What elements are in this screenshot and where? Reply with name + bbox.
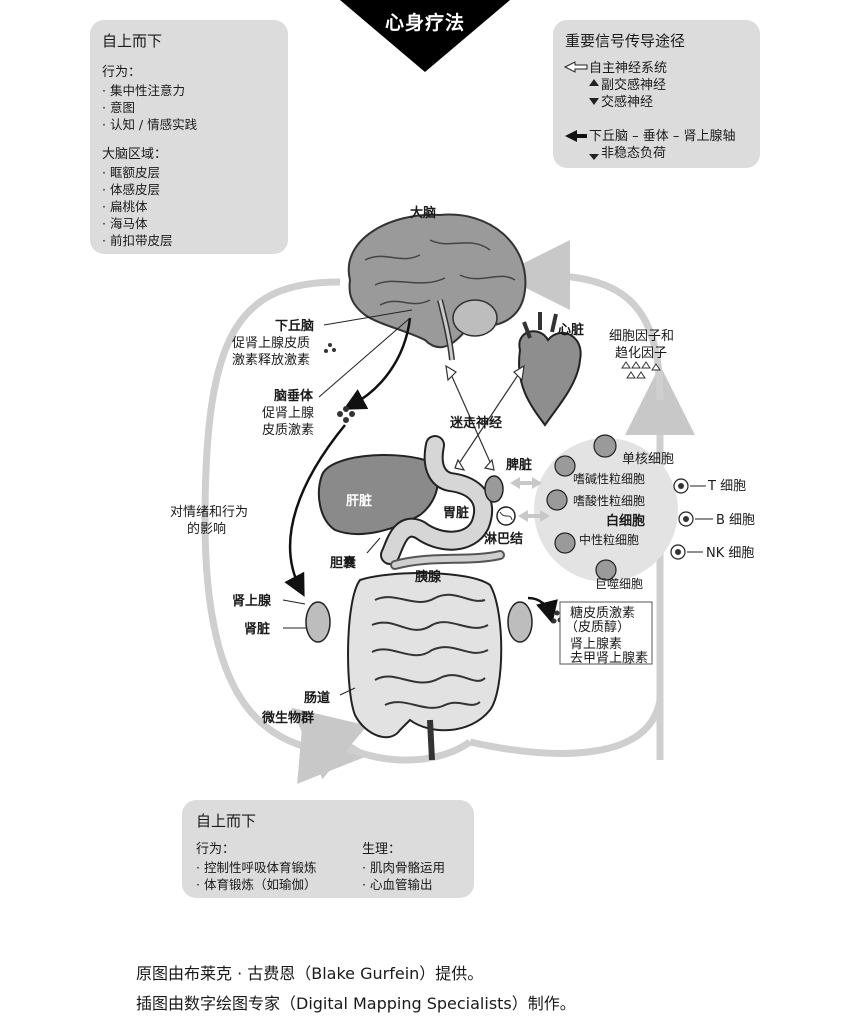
bottom-loop-arrow — [469, 699, 664, 757]
parasympathetic-label: 副交感神经 — [601, 78, 667, 93]
cortisol-label: （皮质醇） — [565, 620, 631, 635]
pituitary-to-adrenal-arrow — [284, 424, 346, 597]
left-kidney — [305, 601, 331, 643]
monocyte-label: 单核细胞 — [622, 452, 675, 467]
liver-label: 肝脏 — [346, 494, 373, 509]
crh-label-line1: 促肾上腺皮质 — [232, 336, 311, 351]
immune-cells — [546, 434, 617, 581]
top-right-loop-arrow — [500, 240, 664, 401]
emotion-label-line1: 对情绪和行为 — [170, 505, 249, 520]
sympathetic-label: 交感神经 — [601, 95, 654, 110]
eosinophil-label: 嗜酸性粒细胞 — [573, 494, 646, 508]
neutrophil-label: 中性粒细胞 — [579, 533, 640, 547]
cytokine-label-line1: 细胞因子和 — [609, 329, 675, 344]
page-title: 心身疗法 — [384, 12, 465, 34]
list-item: 心血管输出 — [362, 876, 445, 893]
list-item: 海马体 — [102, 215, 276, 232]
hypothalamus-to-pituitary-arrow — [343, 317, 412, 410]
heart-label: 心脏 — [558, 323, 585, 338]
hormone-dots — [324, 343, 563, 624]
brain-label: 大脑 — [410, 206, 437, 221]
list-item: 集中性注意力 — [102, 82, 276, 99]
glucocorticoid-label: 糖皮质激素 — [570, 606, 636, 621]
cytokine-label-line2: 趋化因子 — [615, 346, 668, 361]
behavior-label: 行为： — [102, 65, 142, 80]
acth-label-line2: 皮质激素 — [262, 423, 315, 438]
list-item: 体育锻炼（如瑜伽） — [196, 876, 317, 893]
acth-label-line1: 促肾上腺 — [262, 406, 315, 421]
basophil-label: 嗜碱性粒细胞 — [573, 472, 646, 486]
list-item: 意图 — [102, 99, 276, 116]
leader-lines — [282, 309, 413, 696]
brain-illustration — [347, 213, 527, 361]
gut-label: 肠道 — [304, 691, 331, 706]
white-blood-cell-label: 白细胞 — [606, 514, 646, 529]
macrophage-label: 巨噬细胞 — [595, 577, 644, 591]
top-down-panel: 自上而下 行为： 集中性注意力 意图 认知 / 情感实践 大脑区域： 眶额皮层 … — [90, 20, 288, 254]
list-item: 扁桃体 — [102, 198, 276, 215]
physiology-list: 肌肉骨骼运用 心血管输出 — [362, 859, 445, 893]
spleen-label: 脾脏 — [506, 458, 533, 473]
cytokine-triangles — [621, 361, 661, 379]
list-item: 前扣带皮层 — [102, 232, 276, 249]
spleen-illustration — [484, 475, 504, 503]
credit-line-1: 原图由布莱克 · 古费恩（Blake Gurfein）提供。 — [136, 964, 484, 983]
title-tab-shape — [340, 0, 510, 72]
t-cell-label: T 细胞 — [708, 479, 747, 494]
microbiota-label: 微生物群 — [262, 711, 315, 726]
list-item: 控制性呼吸体育锻炼 — [196, 859, 317, 876]
autonomic-label: 自主神经系统 — [589, 61, 668, 76]
epinephrine-label: 肾上腺素 — [570, 637, 623, 652]
allostatic-load-label: 非稳态负荷 — [601, 146, 667, 161]
physiology-label: 生理： — [362, 842, 402, 857]
immune-exchange-arrows — [510, 477, 550, 522]
b-cell-label: B 细胞 — [716, 513, 756, 528]
credit-line-2: 插图由数字绘图专家（Digital Mapping Specialists）制作… — [136, 994, 576, 1013]
mind-body-diagram — [201, 213, 713, 784]
adrenal-label: 肾上腺 — [232, 594, 272, 609]
hormone-box — [559, 601, 653, 665]
panel-heading: 自上而下 — [196, 812, 257, 830]
list-item: 肌肉骨骼运用 — [362, 859, 445, 876]
behavior-list: 控制性呼吸体育锻炼 体育锻炼（如瑜伽） — [196, 859, 317, 893]
gallbladder-label: 胆囊 — [330, 556, 357, 571]
vagus-label: 迷走神经 — [450, 416, 503, 431]
stomach-label: 胃脏 — [443, 506, 470, 521]
brain-region-list: 眶额皮层 体感皮层 扁桃体 海马体 前扣带皮层 — [102, 164, 276, 249]
lymph-node-label: 淋巴结 — [484, 532, 524, 547]
crh-label-line2: 激素释放激素 — [232, 353, 311, 368]
hpa-axis-label: 下丘脑 – 垂体 – 肾上腺轴 — [589, 129, 736, 144]
list-item: 认知 / 情感实践 — [102, 116, 276, 133]
left-loop-arrow — [201, 278, 370, 784]
hypothalamus-label: 下丘脑 — [275, 319, 315, 334]
gut-return-arrow — [291, 707, 473, 780]
heart-illustration — [518, 312, 582, 427]
norepinephrine-label: 去甲肾上腺素 — [570, 651, 649, 666]
panel-heading: 重要信号传导途径 — [565, 32, 686, 50]
adrenal-output-arrow — [527, 596, 558, 624]
liver-illustration — [317, 454, 439, 536]
right-kidney — [507, 601, 533, 643]
kidney-label: 肾脏 — [244, 622, 271, 637]
intestine-illustration — [347, 572, 503, 761]
pituitary-label: 脑垂体 — [274, 389, 314, 404]
vagus-nerve-arrows — [445, 364, 525, 471]
panel-heading: 自上而下 — [102, 32, 163, 50]
pancreas-label: 胰腺 — [415, 570, 442, 585]
list-item: 眶额皮层 — [102, 164, 276, 181]
nk-cell-label: NK 细胞 — [706, 546, 755, 561]
bottom-up-panel: 自上而下 行为： 控制性呼吸体育锻炼 体育锻炼（如瑜伽） 生理： 肌肉骨骼运用 … — [182, 800, 474, 898]
brain-region-label: 大脑区域： — [102, 147, 168, 162]
behavior-label: 行为： — [196, 842, 236, 857]
behavior-list: 集中性注意力 意图 认知 / 情感实践 — [102, 82, 276, 133]
signal-pathway-panel: 重要信号传导途径 自主神经系统 副交感神经 交感神经 下丘脑 – 垂体 – 肾上… — [553, 20, 760, 168]
pathway-legend-icons — [563, 61, 599, 160]
emotion-label-line2: 的影响 — [187, 522, 227, 537]
list-item: 体感皮层 — [102, 181, 276, 198]
